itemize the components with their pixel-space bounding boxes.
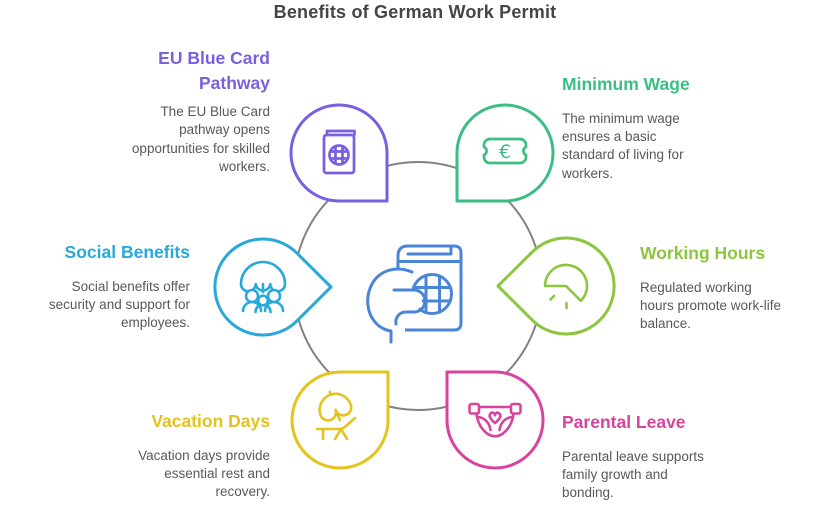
node-working-hours-title: Working Hours bbox=[640, 243, 766, 263]
beach-lounger-icon bbox=[315, 390, 357, 441]
node-working-hours-description: Regulated working hours promote work-lif… bbox=[640, 279, 782, 332]
node-minimum-wage-description: The minimum wage ensures a basic standar… bbox=[562, 110, 684, 181]
svg-text:€: € bbox=[499, 141, 511, 163]
time-gauge-icon bbox=[543, 263, 589, 310]
node-social-benefits: Social Benefits Social benefits offer se… bbox=[0, 240, 190, 333]
passport-icon bbox=[322, 129, 356, 175]
node-minimum-wage: Minimum Wage The minimum wage ensures a … bbox=[562, 72, 792, 183]
node-parental-leave: Parental Leave Parental leave supports f… bbox=[562, 410, 802, 503]
node-parental-leave-title: Parental Leave bbox=[562, 412, 686, 432]
family-umbrella-icon bbox=[239, 260, 287, 314]
node-eu-blue-card-description: The EU Blue Card pathway opens opportuni… bbox=[131, 104, 270, 175]
passport-in-hand-icon bbox=[366, 244, 463, 344]
node-social-benefits-title: Social Benefits bbox=[64, 242, 190, 262]
node-vacation-days-title: Vacation Days bbox=[151, 411, 270, 431]
node-minimum-wage-title: Minimum Wage bbox=[562, 74, 690, 94]
node-parental-leave-description: Parental leave supports family growth an… bbox=[562, 448, 704, 501]
node-eu-blue-card-title: EU Blue Card Pathway bbox=[158, 48, 270, 93]
euro-banknote-icon: € bbox=[482, 137, 528, 165]
node-vacation-days-description: Vacation days provide essential rest and… bbox=[138, 447, 270, 500]
node-working-hours: Working Hours Regulated working hours pr… bbox=[640, 241, 830, 334]
node-eu-blue-card: EU Blue Card Pathway The EU Blue Card pa… bbox=[30, 46, 270, 177]
pin-minimum-wage bbox=[455, 103, 555, 203]
node-social-benefits-description: Social benefits offer security and suppo… bbox=[48, 278, 190, 331]
pin-eu-blue-card bbox=[289, 103, 389, 203]
pin-parental-leave bbox=[445, 370, 545, 470]
node-vacation-days: Vacation Days Vacation days provide esse… bbox=[30, 409, 270, 502]
pin-social-benefits bbox=[213, 237, 333, 337]
diaper-icon bbox=[468, 402, 522, 438]
page-title: Benefits of German Work Permit bbox=[273, 2, 557, 22]
